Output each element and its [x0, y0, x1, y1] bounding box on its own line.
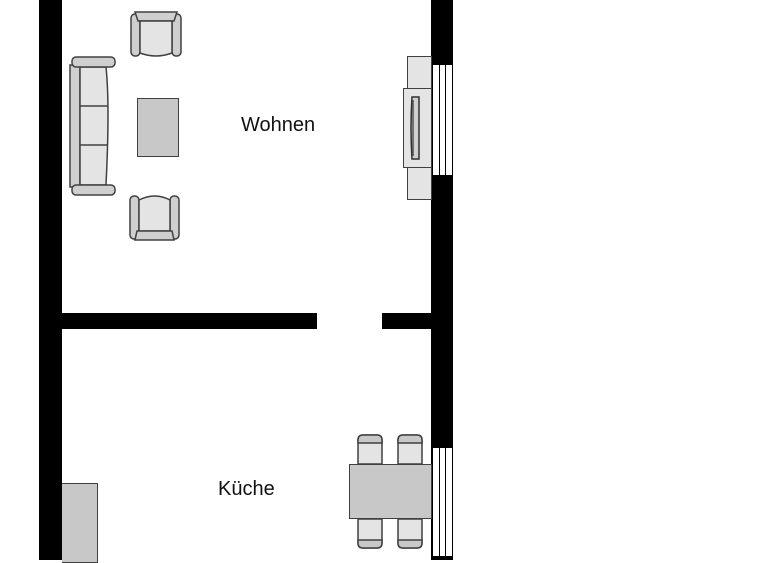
window-wohnen — [432, 65, 453, 175]
interior-wall-right-segment — [382, 313, 432, 329]
coffee-table — [137, 98, 179, 157]
chair-icon — [397, 434, 423, 465]
chair-icon — [357, 518, 383, 549]
doorway-opening — [317, 313, 382, 329]
room-label-kueche: Küche — [218, 478, 275, 500]
armchair-icon — [129, 195, 180, 241]
sofa-icon — [69, 56, 116, 196]
chair-icon — [397, 518, 423, 549]
kitchen-counter — [62, 483, 98, 563]
left-wall — [39, 0, 62, 560]
armchair-icon — [130, 11, 182, 57]
chair-icon — [357, 434, 383, 465]
window-kueche — [432, 448, 453, 556]
interior-wall-left-segment — [61, 313, 317, 329]
dining-table — [349, 464, 432, 519]
room-label-wohnen: Wohnen — [241, 114, 316, 136]
tv-icon — [410, 96, 420, 160]
